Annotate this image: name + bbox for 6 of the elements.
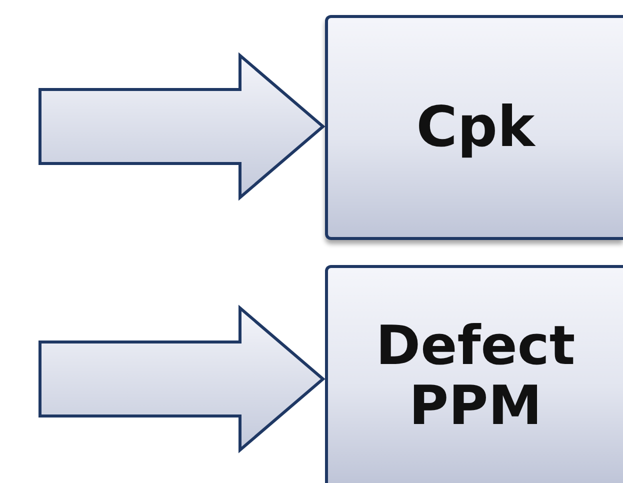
box-label: Cpk — [416, 96, 535, 158]
box-label: Defect PPM — [374, 316, 576, 435]
process-box — [325, 15, 623, 240]
process-box — [325, 265, 623, 483]
block-arrow — [38, 304, 326, 454]
block-arrow — [38, 52, 326, 201]
